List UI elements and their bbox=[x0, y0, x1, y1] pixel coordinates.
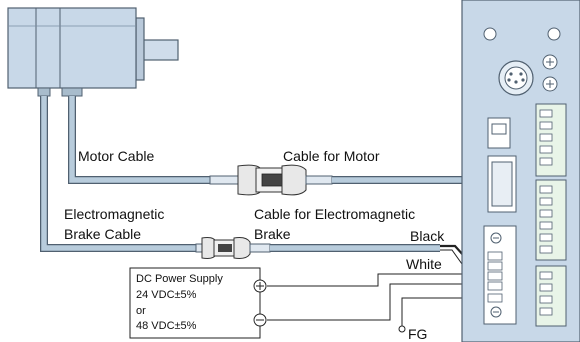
fg-label: FG bbox=[408, 326, 428, 342]
motor-body bbox=[7, 7, 137, 89]
brake-cable-gland bbox=[37, 87, 51, 97]
motor-cable-gland bbox=[61, 87, 83, 97]
em-brake-cable-label-2: Brake Cable bbox=[64, 226, 142, 242]
power-supply-box bbox=[129, 267, 261, 339]
motor-connector bbox=[209, 164, 333, 196]
fg-wire bbox=[401, 297, 488, 326]
motor-flange bbox=[135, 17, 145, 81]
cable-for-em-label-1: Cable for Electromagnetic bbox=[254, 206, 416, 222]
power-supply-line-4: 48 VDC±5% bbox=[136, 320, 197, 332]
black-wire-label: Black bbox=[410, 228, 445, 244]
ps-minus-wire bbox=[267, 283, 488, 321]
motor-cable bbox=[69, 96, 215, 183]
em-brake-cable-label-1: Electromagnetic bbox=[64, 206, 165, 222]
motor-cable-label: Motor Cable bbox=[78, 148, 155, 164]
mount-hole bbox=[483, 27, 497, 41]
power-supply-line-1: DC Power Supply bbox=[136, 273, 223, 285]
cable-for-em-label-2: Brake bbox=[254, 226, 291, 242]
brake-cable bbox=[41, 96, 200, 251]
fg-terminal bbox=[398, 325, 406, 333]
white-wire-label: White bbox=[406, 256, 442, 272]
motor-cable-outline bbox=[68, 96, 215, 184]
power-supply-line-2: 24 VDC±5% bbox=[136, 289, 197, 301]
mount-hole bbox=[547, 27, 561, 41]
ps-plus-wire bbox=[267, 273, 488, 287]
motor-shaft bbox=[139, 39, 179, 61]
cable-for-motor-label: Cable for Motor bbox=[283, 148, 380, 164]
driver-unit bbox=[461, 0, 580, 342]
motor bbox=[7, 7, 179, 97]
power-supply-line-3: or bbox=[136, 305, 146, 317]
brake-connector bbox=[195, 237, 271, 259]
